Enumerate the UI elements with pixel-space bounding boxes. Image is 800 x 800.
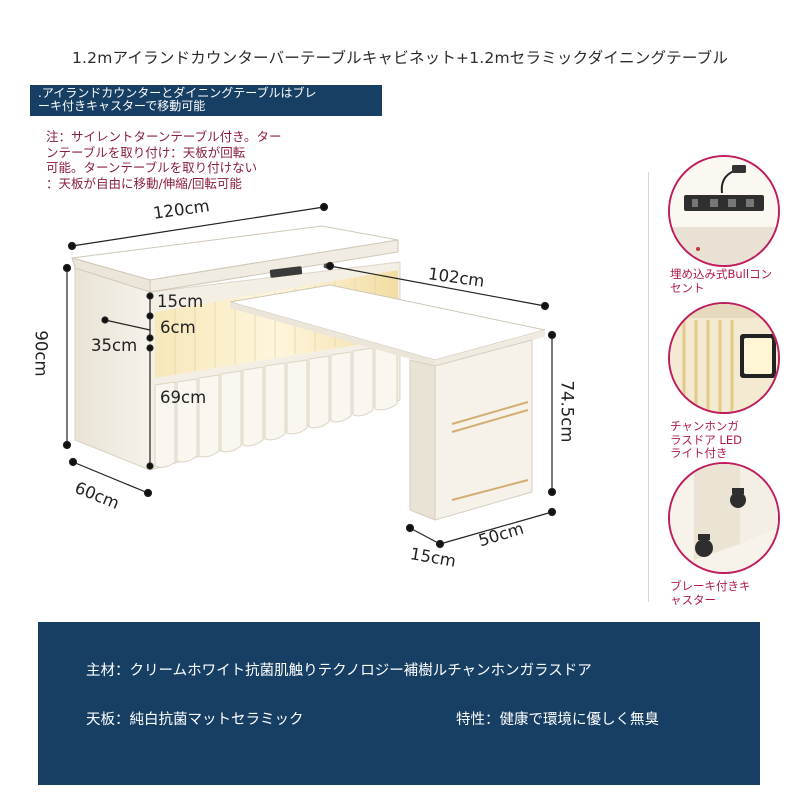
caster-caption: ブレーキ付きキ ャスター	[670, 579, 790, 607]
banner-line-2: ーキ付きキャスターで移動可能	[38, 99, 206, 113]
dim-69: 69cm	[160, 388, 207, 407]
dimension-lines	[62, 202, 557, 549]
caster-caption-line-2: ャスター	[670, 592, 716, 607]
led-door-detail	[668, 302, 780, 414]
outlet-strip-icon	[269, 266, 303, 278]
caster-detail	[668, 462, 780, 574]
page-title: 1.2mアイランドカウンターバーテーブルキャビネット+1.2mセラミックダイニン…	[71, 49, 729, 67]
note-line-4: ：天板が自由に移動/伸縮/回転可能	[46, 175, 242, 191]
dim-cabinet-height: 90cm	[31, 330, 51, 377]
spec-feature: 特性：健康で環境に優しく無臭	[456, 712, 659, 728]
outlet-caption: 埋め込み式Bullコン セント	[670, 267, 790, 295]
led-caption-line-1: チャンホンガ	[670, 419, 739, 433]
turntable-note: 注：サイレントターンテーブル付き。ター ンテーブルを取り付け：天板が回転 可能。…	[46, 129, 316, 191]
banner-line-1: .アイランドカウンターとダイニングテーブルはブレ	[38, 86, 317, 100]
led-caption-line-2: ラスドア LED	[670, 432, 742, 447]
spec-material: 主材：クリームホワイト抗菌肌触りテクノロジー補樹ルチャンホンガラスドア	[86, 663, 592, 679]
outlet-caption-line-1: 埋め込み式Bullコン	[670, 267, 773, 281]
note-line-2: ンテーブルを取り付け：天板が回転	[46, 144, 246, 160]
caster-banner: .アイランドカウンターとダイニングテーブルはブレ ーキ付きキャスターで移動可能	[30, 85, 382, 116]
caster-wheel-icon	[670, 464, 778, 572]
dim-35: 35cm	[91, 336, 138, 355]
note-line-3: 可能。ターンテーブルを取り付けない	[46, 160, 258, 175]
power-outlet-icon	[670, 157, 778, 265]
dim-6: 6cm	[160, 318, 196, 337]
led-door-caption: チャンホンガ ラスドア LED ライト付き	[670, 419, 790, 461]
dim-15-top: 15cm	[157, 292, 204, 311]
spec-top: 天板：純白抗菌マットセラミック	[86, 712, 304, 728]
led-caption-line-3: ライト付き	[670, 446, 728, 460]
outlet-detail	[668, 155, 780, 267]
dim-table-height: 74.5cm	[557, 380, 577, 443]
note-line-1: 注：サイレントターンテーブル付き。ター	[46, 129, 282, 144]
divider	[648, 172, 649, 602]
outlet-caption-line-2: セント	[670, 280, 705, 295]
spec-panel: 主材：クリームホワイト抗菌肌触りテクノロジー補樹ルチャンホンガラスドア 天板：純…	[38, 622, 760, 785]
led-glass-door-icon	[670, 304, 778, 412]
caster-caption-line-1: ブレーキ付きキ	[670, 579, 751, 593]
dining-table	[229, 284, 546, 521]
